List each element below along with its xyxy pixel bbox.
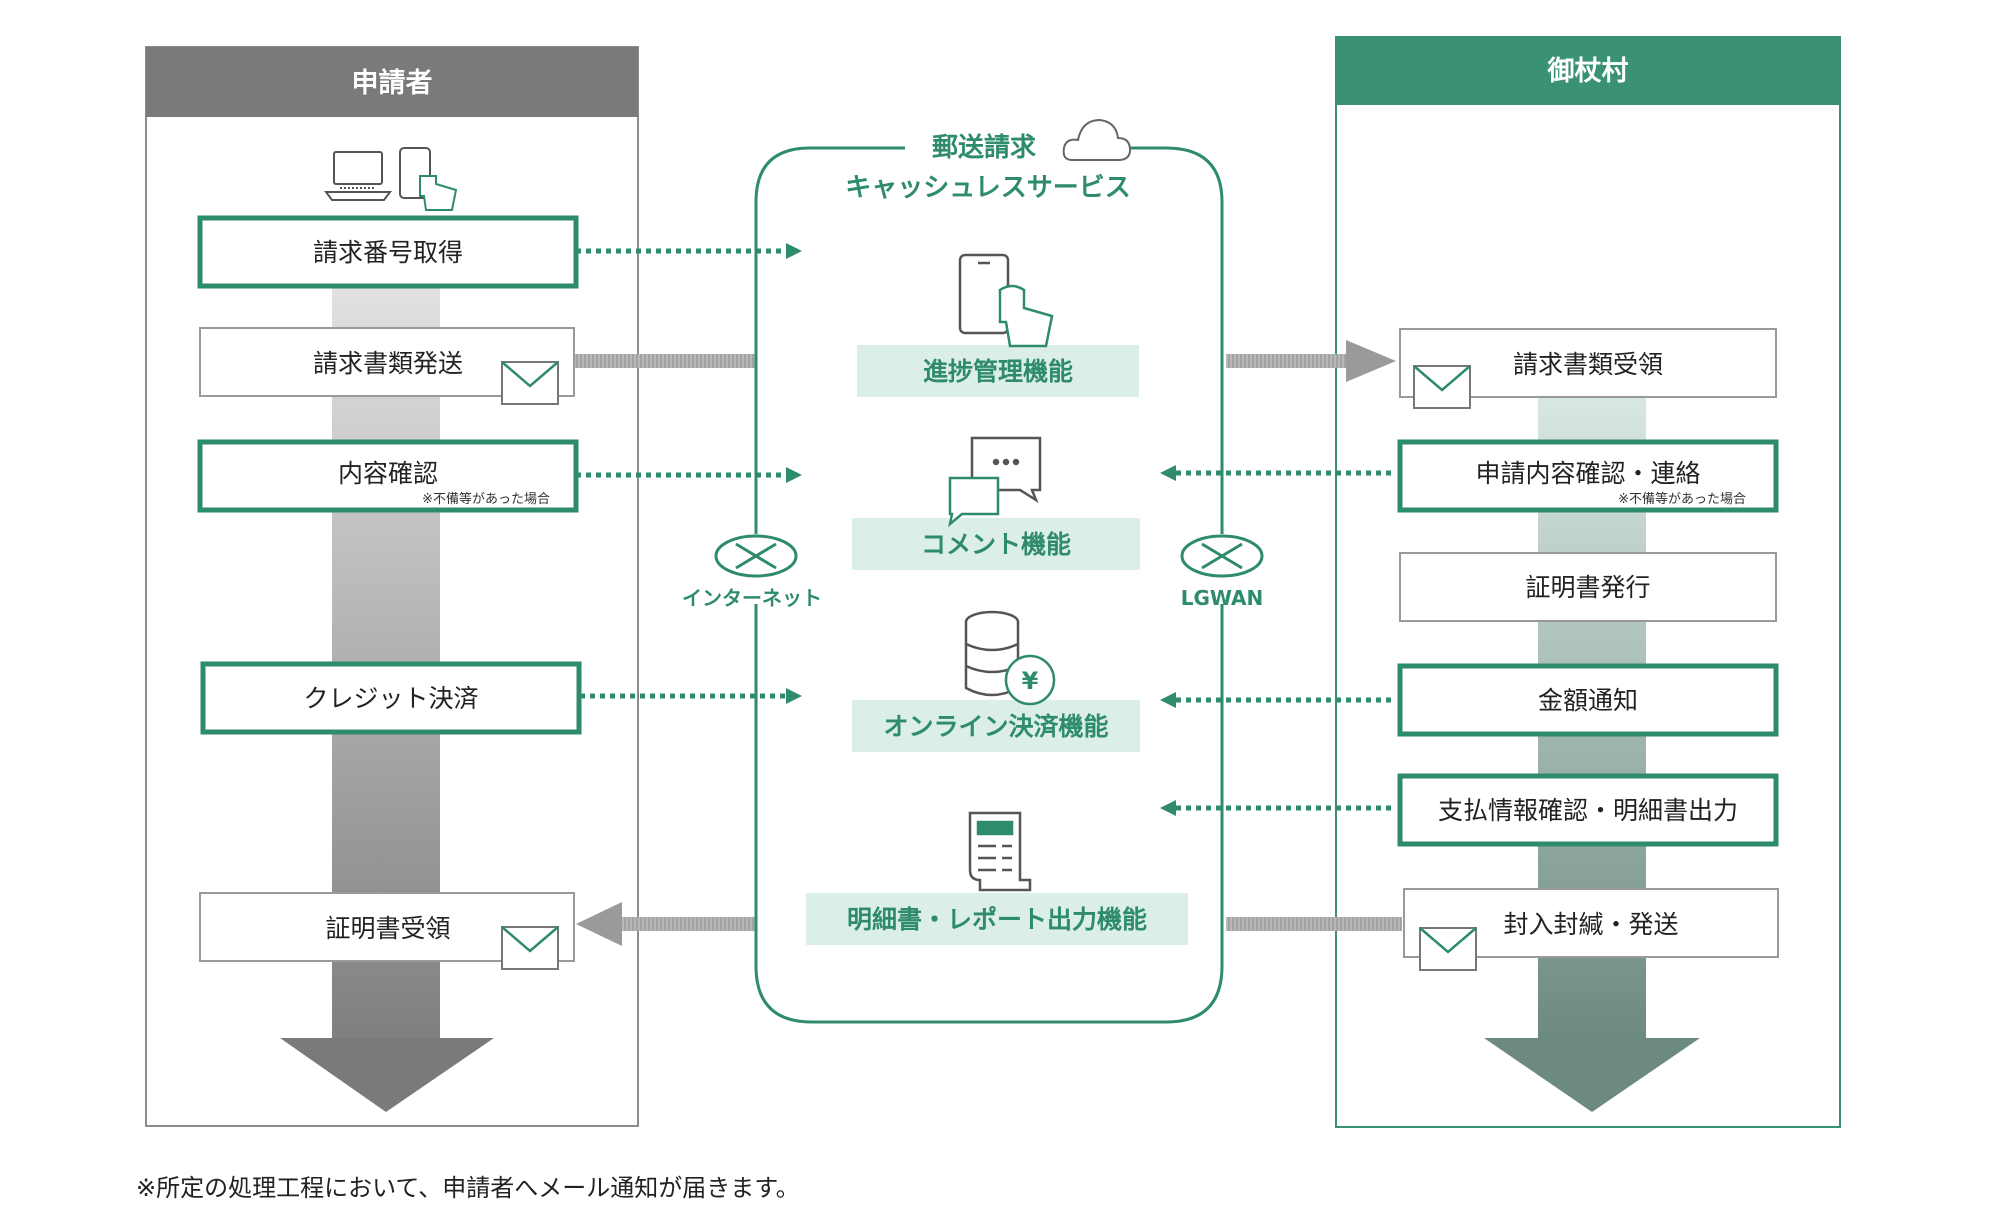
step-label: 内容確認 (338, 459, 438, 488)
smartphone-tap-icon (399, 147, 458, 211)
step-label: 証明書発行 (1525, 573, 1650, 602)
mail-icon (501, 361, 559, 405)
network-label-lgwan: LGWAN (1181, 586, 1264, 610)
function-progress: 進捗管理機能 (857, 253, 1139, 397)
applicant-flow-arrowhead (280, 1038, 494, 1112)
function-comment: コメント機能 (852, 436, 1140, 570)
applicant-step-send-documents: 請求書類発送 (199, 327, 575, 405)
applicant-step-certificate-receipt: 証明書受領 (199, 892, 575, 970)
service-border (754, 146, 1224, 1024)
dotted-connectors (576, 248, 1394, 811)
mail-icon (1419, 927, 1477, 971)
connector-arrowheads (786, 243, 1176, 816)
service-title-line1: 郵送請求 (932, 132, 1036, 163)
service-title-line2: キャッシュレスサービス (845, 173, 1130, 203)
step-label: クレジット決済 (303, 684, 478, 713)
step-label: 請求番号取得 (313, 238, 463, 267)
coins-yen-icon: ¥ (964, 610, 1056, 706)
internet-network: インターネット (682, 534, 822, 610)
applicant-column: 申請者 (145, 46, 639, 1127)
step-label: 封入封緘・発送 (1503, 910, 1678, 939)
function-report: 明細書・レポート出力機能 (806, 811, 1188, 945)
applicant-step-content-check: 内容確認 ※不備等があった場合 (197, 439, 579, 513)
step-label: 請求書類受領 (1513, 350, 1663, 379)
function-label: 明細書・レポート出力機能 (847, 905, 1147, 934)
step-label: 申請内容確認・連絡 (1475, 459, 1700, 488)
village-step-issue-certificate: 証明書発行 (1399, 552, 1777, 622)
mail-icon (501, 926, 559, 970)
function-label: 進捗管理機能 (923, 357, 1073, 386)
village-step-confirm-contact: 申請内容確認・連絡 ※不備等があった場合 (1397, 439, 1779, 513)
function-label: オンライン決済機能 (883, 712, 1108, 741)
chat-bubbles-icon (948, 436, 1042, 528)
transfer-arrows (574, 340, 1402, 946)
transfer-arrowhead-right (1346, 340, 1396, 382)
village-step-amount-notice: 金額通知 (1397, 663, 1779, 737)
village-step-receive-documents: 請求書類受領 (1399, 328, 1777, 409)
step-label: 請求書類発送 (313, 349, 463, 378)
mail-transfer-left-out (574, 354, 756, 368)
step-label: 証明書受領 (325, 914, 450, 943)
function-label: コメント機能 (921, 530, 1071, 559)
village-step-payment-info: 支払情報確認・明細書出力 (1397, 773, 1779, 847)
village-header (1336, 37, 1840, 105)
footnote: ※所定の処理工程において、申請者へメール通知が届きます。 (136, 1174, 800, 1202)
transfer-arrowhead-left (576, 902, 622, 946)
smartphone-tap-icon (958, 253, 1054, 348)
function-payment: オンライン決済機能 ¥ (852, 610, 1140, 752)
village-flow-arrowhead (1484, 1038, 1700, 1112)
cloud-icon (1062, 118, 1132, 161)
step-label: 金額通知 (1538, 686, 1638, 715)
applicant-title: 申請者 (352, 67, 433, 99)
applicant-header (146, 47, 638, 117)
step-label: 支払情報確認・明細書出力 (1438, 796, 1738, 825)
receipt-icon (968, 811, 1032, 892)
mail-transfer-right-in (1226, 354, 1348, 368)
mail-transfer-left-in (620, 917, 756, 931)
svg-text:¥: ¥ (1022, 667, 1039, 695)
network-label-internet: インターネット (682, 586, 822, 610)
step-note: ※不備等があった場合 (422, 491, 550, 507)
applicant-step-credit-payment: クレジット決済 (200, 661, 582, 735)
village-step-seal-send: 封入封緘・発送 (1403, 888, 1779, 971)
mail-transfer-right-out (1226, 917, 1402, 931)
service-container: 郵送請求 キャッシュレスサービス (754, 118, 1224, 1024)
village-title: 御杖村 (1547, 56, 1629, 87)
mail-icon (1413, 365, 1471, 409)
applicant-step-request-number: 請求番号取得 (197, 215, 579, 289)
lgwan-network: LGWAN (1180, 534, 1264, 610)
laptop-icon (324, 151, 392, 201)
step-note: ※不備等があった場合 (1618, 491, 1746, 507)
